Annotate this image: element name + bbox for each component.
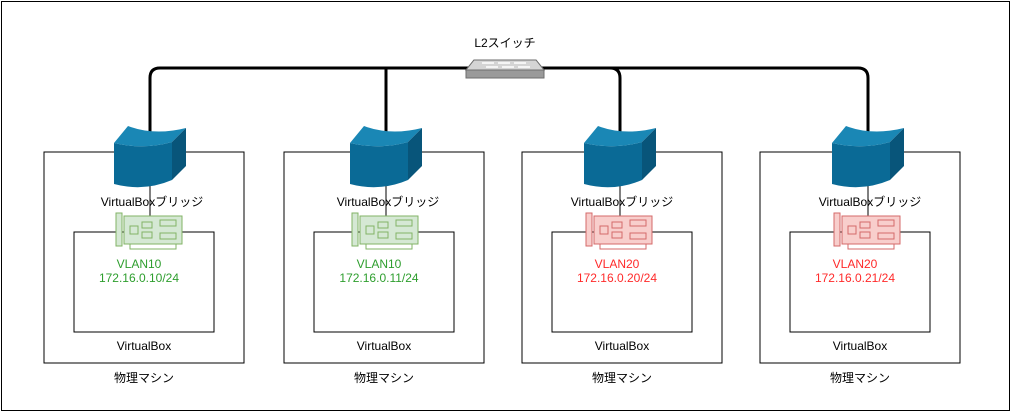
vlan-label: VLAN10 (117, 257, 162, 271)
physical-machine: VirtualBoxブリッジ VLAN10172.16.0.10/24Virtua… (43, 126, 245, 385)
bridge-icon[interactable] (832, 126, 904, 188)
virtualbox-label: VirtualBox (357, 339, 411, 353)
cable-4 (540, 66, 870, 145)
physical-machine: VirtualBoxブリッジ VLAN10172.16.0.11/24Virtua… (283, 126, 485, 385)
ip-address: 172.16.0.21/24 (815, 271, 895, 285)
machines: VirtualBoxブリッジVLAN10172.16.0.10/24Virtua… (43, 126, 961, 385)
physical-machine-label: 物理マシン (592, 371, 652, 385)
ip-address: 172.16.0.20/24 (577, 271, 657, 285)
physical-machine-label: 物理マシン (114, 371, 174, 385)
physical-machine: VirtualBoxブリッジ VLAN20172.16.0.21/24Virtua… (759, 126, 961, 385)
physical-machine-label: 物理マシン (830, 371, 890, 385)
ip-address: 172.16.0.10/24 (99, 271, 179, 285)
physical-machine-label: 物理マシン (354, 371, 414, 385)
virtualbox-label: VirtualBox (595, 339, 649, 353)
nic-icon (351, 212, 419, 250)
nic-icon (585, 212, 653, 250)
ip-address: 172.16.0.11/24 (339, 271, 419, 285)
bridge-icon[interactable] (584, 126, 656, 188)
bridge-icon[interactable] (350, 126, 422, 188)
cables (148, 66, 870, 145)
vlan-label: VLAN20 (833, 257, 878, 271)
bridge-label: VirtualBoxブリッジ (819, 194, 921, 209)
switch-label: L2スイッチ (474, 36, 535, 50)
l2-switch-icon[interactable] (464, 59, 546, 79)
physical-machine: VirtualBoxブリッジ VLAN20172.16.0.20/24Virtua… (521, 126, 723, 385)
cable-1 (148, 66, 468, 145)
bridge-label: VirtualBoxブリッジ (571, 194, 673, 209)
virtualbox-label: VirtualBox (833, 339, 887, 353)
nic-icon (833, 212, 901, 250)
vlan-label: VLAN10 (357, 257, 402, 271)
virtualbox-label: VirtualBox (117, 339, 171, 353)
bridge-label: VirtualBoxブリッジ (337, 194, 439, 209)
bridge-label: VirtualBoxブリッジ (101, 194, 203, 209)
nic-icon (115, 212, 183, 250)
bridge-icon[interactable] (114, 126, 186, 188)
vlan-label: VLAN20 (595, 257, 640, 271)
